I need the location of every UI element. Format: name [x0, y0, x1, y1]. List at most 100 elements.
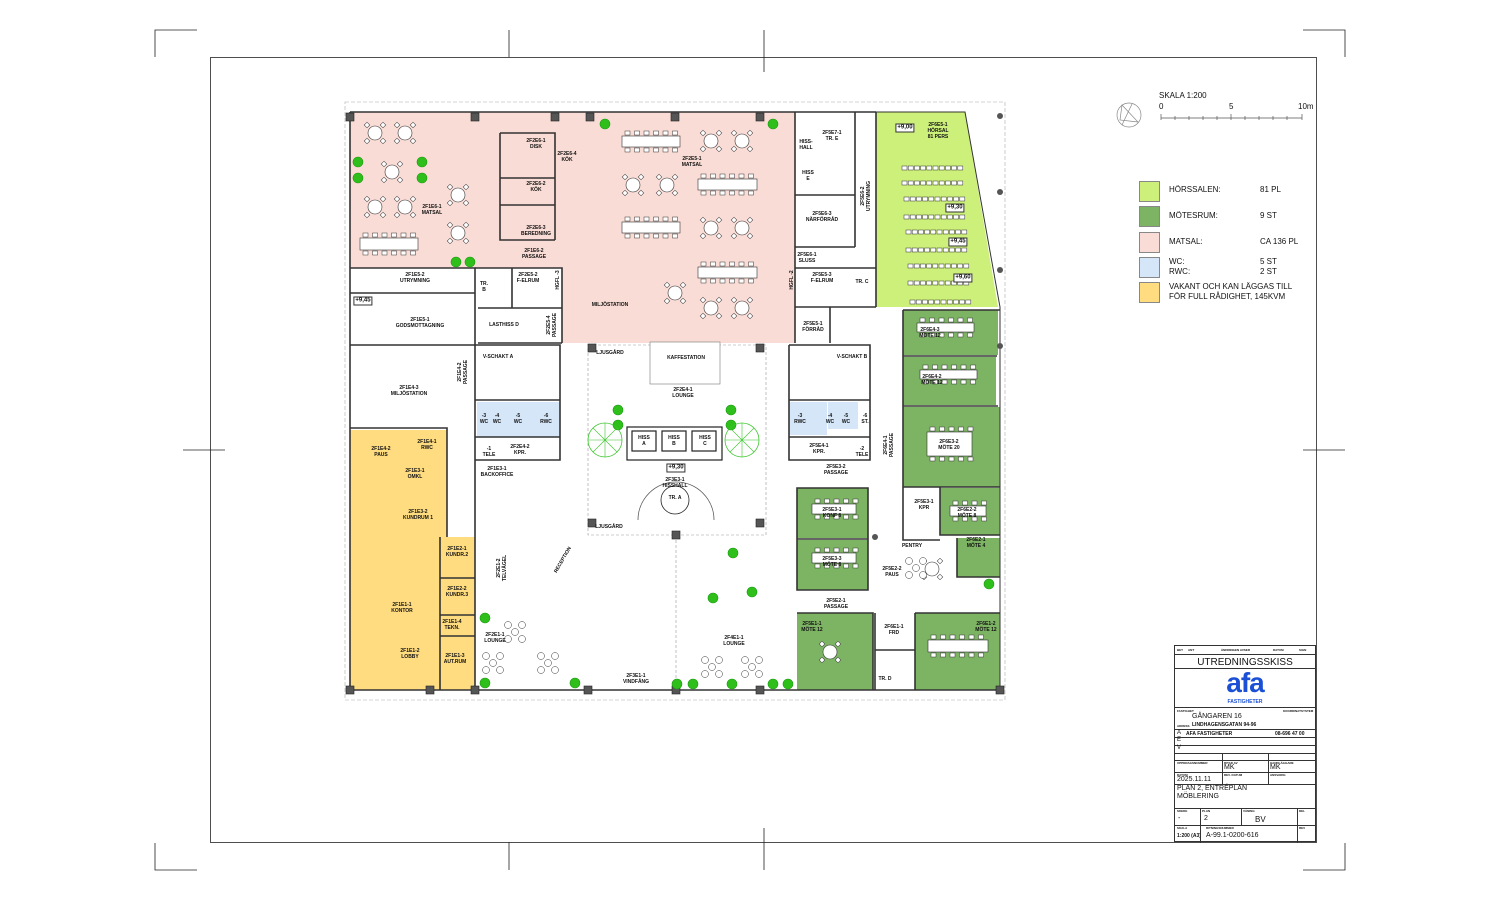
lounge-chair [482, 666, 490, 674]
chair [959, 634, 965, 640]
seat [940, 214, 947, 220]
room-code: 2F5E4-1 [809, 443, 829, 449]
room-name: KONF 8 [822, 513, 842, 519]
chair [962, 500, 968, 506]
seat [932, 165, 939, 171]
address: LINDHAGENSGATAN 94-96 [1192, 722, 1257, 728]
chair [967, 317, 973, 323]
chair [624, 130, 631, 136]
round-table [367, 199, 383, 215]
chair [363, 121, 371, 129]
seat [915, 299, 922, 305]
chair [814, 514, 821, 520]
chair [396, 160, 404, 168]
zone-wc [477, 402, 858, 437]
chair [962, 516, 968, 522]
lounge-chair [496, 666, 504, 674]
plant-icon [725, 419, 737, 431]
chair [396, 176, 404, 184]
side-table [748, 663, 756, 671]
room-code: -2 [859, 446, 865, 452]
plant-icon [479, 612, 491, 624]
room-code: -3 [797, 413, 803, 419]
seat [955, 229, 961, 235]
seat [916, 214, 922, 220]
room-code: HISS- [799, 139, 813, 145]
stage-label: SKEDE [1177, 809, 1188, 813]
long-table [916, 322, 975, 333]
room-code: HISS [638, 435, 650, 441]
column [671, 530, 681, 540]
header-ant: ANT [1188, 648, 1195, 652]
divider [1175, 825, 1315, 826]
room-label: HGFL -3 [555, 270, 561, 289]
divider [1241, 808, 1242, 825]
seat [936, 247, 943, 253]
chair [634, 147, 640, 153]
chair [919, 317, 926, 323]
plant-icon [767, 118, 779, 130]
address-label: ADRESS [1177, 724, 1190, 728]
chair [852, 498, 859, 504]
chair [393, 211, 401, 219]
seat [907, 263, 914, 269]
column [997, 343, 1003, 349]
room-name: FÖRRÅD [802, 327, 824, 333]
date: 2025.11.11 [1177, 776, 1211, 783]
chair [951, 364, 957, 370]
scale-tick-10: 10m [1298, 102, 1314, 111]
seat [928, 214, 935, 220]
stage: - [1178, 815, 1181, 822]
room-name: PASSAGE [463, 359, 469, 385]
seat [932, 263, 939, 269]
column [755, 685, 765, 695]
room-label: LJUSGÅRD [596, 350, 624, 356]
legend-label: HÖRSSALEN: [1169, 185, 1221, 194]
column [587, 343, 597, 353]
divider [1297, 808, 1298, 843]
chair [715, 312, 723, 320]
floor-label: VÅNING [1243, 809, 1255, 813]
room-code: 2F6E4-2 [922, 374, 942, 380]
room-label: V-SCHAKT B [837, 354, 868, 360]
plant-icon [464, 256, 476, 268]
seat [920, 165, 926, 171]
room-name: GODSMOTTAGNING [395, 323, 445, 329]
seat [963, 263, 970, 269]
furniture [345, 112, 1005, 695]
room-code: 2F2E5-1 [682, 156, 702, 162]
chair [662, 233, 669, 239]
room-name: KÖK [561, 157, 573, 163]
room-label: HISS-HALL [799, 139, 812, 151]
chair [379, 137, 387, 145]
round-table [450, 225, 466, 241]
lounge-chair [537, 666, 545, 674]
room-code: 2F2E6-2 [526, 181, 546, 187]
tree-branch [592, 439, 606, 453]
legend-label: MATSAL: [1169, 237, 1203, 246]
chair [746, 296, 754, 304]
chair [362, 250, 369, 256]
lounge-chair [701, 670, 709, 678]
column [583, 685, 593, 695]
side-table [544, 659, 552, 667]
room-code: 2F1E2-2 [447, 586, 467, 592]
column [872, 534, 878, 540]
date-label: DATUM [1177, 773, 1188, 777]
seat [936, 229, 943, 235]
header-change: ÄNDRINGEN AVSER [1221, 648, 1251, 652]
chair [852, 563, 859, 569]
seat [951, 165, 957, 171]
seat [965, 299, 972, 305]
seat [926, 165, 933, 171]
chair [719, 261, 726, 267]
plant-icon [569, 677, 581, 689]
chair [410, 250, 416, 256]
